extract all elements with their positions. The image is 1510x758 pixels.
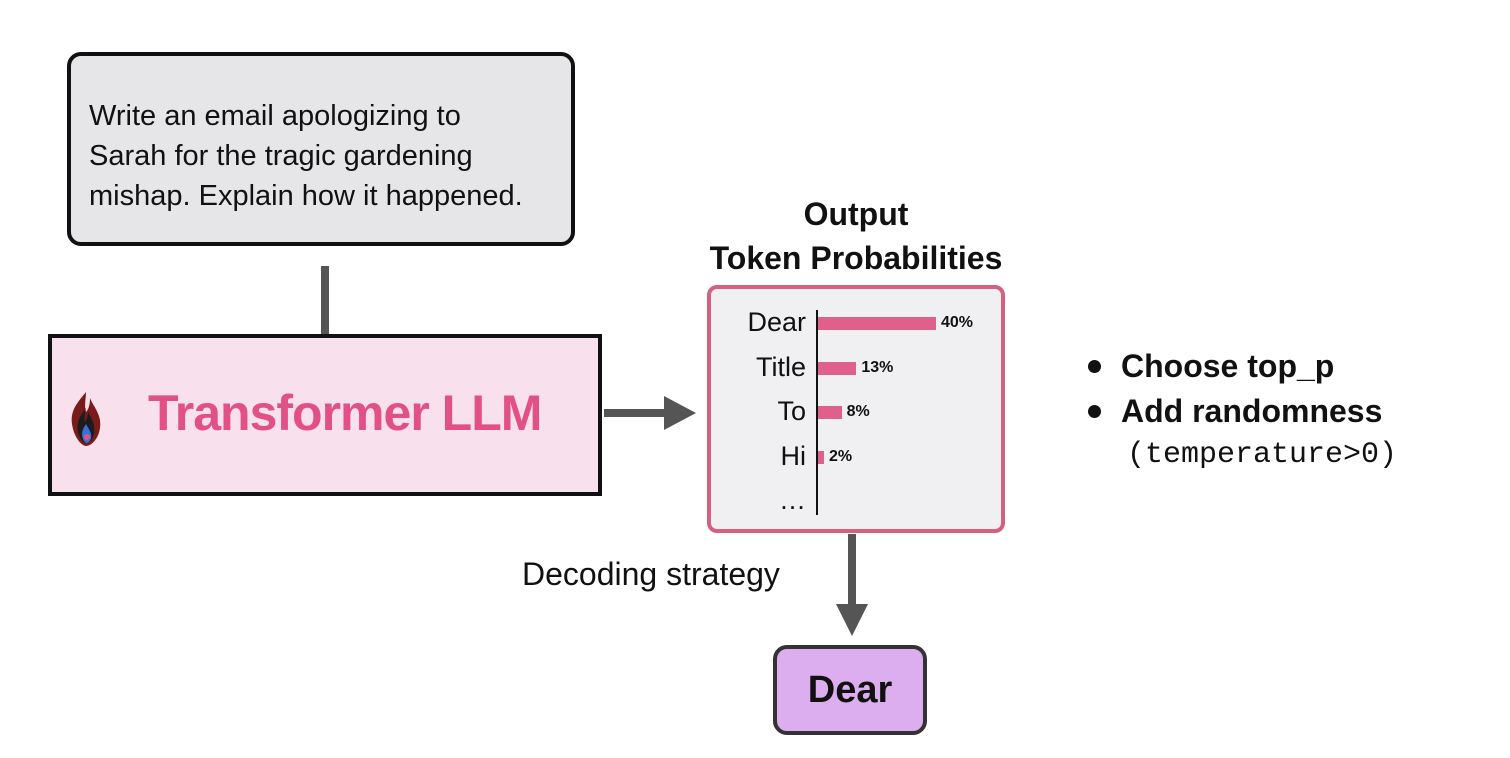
output-title: Output Token Probabilities: [676, 192, 1036, 280]
output-title-line2: Token Probabilities: [709, 240, 1003, 276]
prompt-line: Sarah for the tragic gardening: [89, 140, 473, 172]
bullet-dot-icon: [1088, 360, 1101, 373]
probability-bar: [818, 317, 936, 330]
prompt-box: Write an email apologizing to Sarah for …: [67, 52, 575, 246]
bullet-text: Add randomness: [1121, 393, 1383, 429]
arrow-down-shaft: [848, 534, 856, 608]
probability-value-label: 2%: [829, 447, 853, 465]
bullet-dot-icon: [1088, 405, 1101, 418]
prompt-line: Write an email apologizing to: [89, 100, 461, 132]
token-label: Dear: [747, 307, 806, 337]
arrow-down-head: [836, 604, 868, 636]
bullet-item: Choose top_p: [1088, 344, 1382, 389]
bullet-item: Add randomness: [1088, 389, 1382, 434]
transformer-llm-label: Transformer LLM: [148, 385, 542, 441]
token-label: Hi: [780, 440, 807, 471]
probability-bar: [818, 361, 857, 375]
probability-value-label: 40%: [941, 314, 974, 331]
bullet-text: Choose top_p: [1121, 348, 1335, 384]
flame-logo-icon: [66, 390, 106, 448]
arrow-right-head: [664, 396, 696, 430]
probability-bar: [818, 450, 824, 464]
token-label: …: [779, 485, 806, 515]
probability-axis-line: [816, 310, 818, 515]
output-title-line1: Output: [803, 196, 909, 232]
prompt-line: mishap. Explain how it happened.: [89, 180, 523, 212]
prompt-connector-line: [321, 266, 329, 336]
transformer-llm-box: Transformer LLM: [48, 334, 602, 496]
temperature-note: (temperature>0): [1127, 438, 1398, 472]
selected-token-box: Dear: [773, 645, 927, 735]
arrow-right-shaft: [604, 409, 666, 417]
probability-bar: [818, 406, 842, 419]
token-label: To: [777, 396, 806, 426]
bullet-list: Choose top_p Add randomness: [1088, 344, 1382, 434]
decoding-strategy-label: Decoding strategy: [522, 556, 780, 592]
probability-value-label: 13%: [861, 358, 894, 376]
token-label: Title: [755, 351, 806, 382]
probability-value-label: 8%: [846, 403, 870, 420]
